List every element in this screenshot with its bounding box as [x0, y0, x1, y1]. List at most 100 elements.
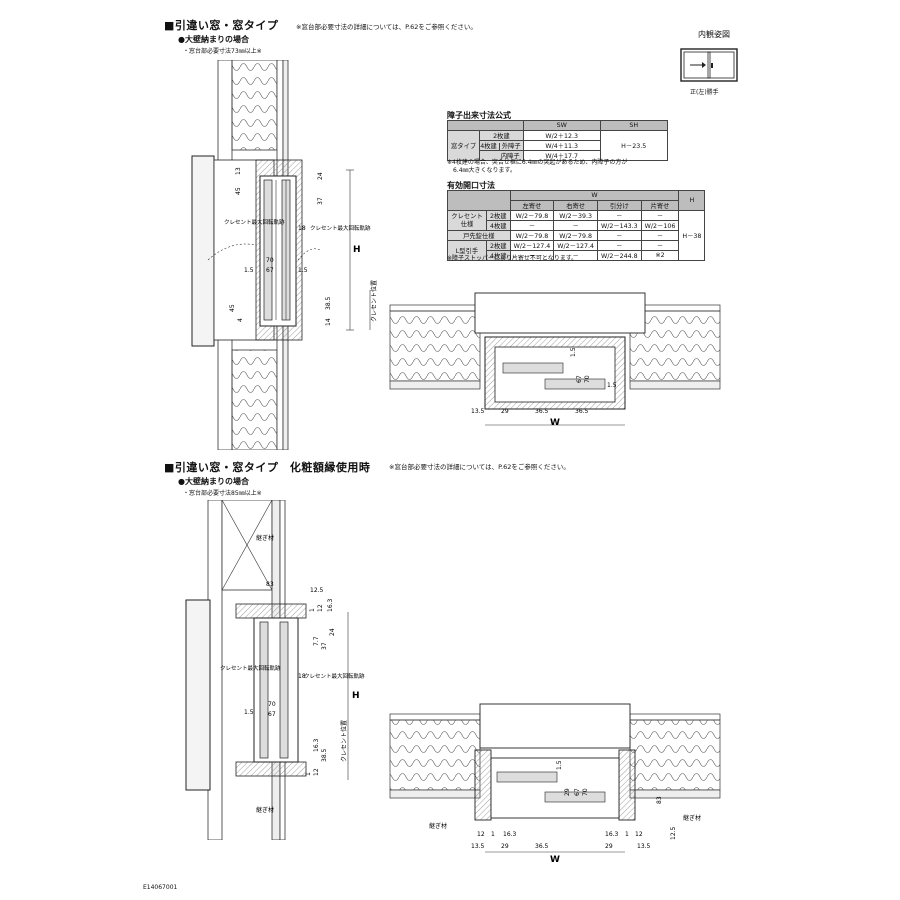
- dim-12.5: 12.5: [310, 587, 324, 594]
- dim-18: 18: [298, 225, 306, 232]
- dim-67: 67: [574, 788, 581, 796]
- table-cell: －: [596, 210, 642, 221]
- cell-sh: H－23.5: [599, 130, 668, 161]
- row-group: 戸先錠仕様: [447, 230, 511, 241]
- dim-45: 45: [229, 304, 236, 312]
- dim-83: 83: [266, 581, 274, 588]
- table-cell: W/2－39.3: [553, 210, 598, 221]
- col-header: 引分け: [596, 200, 642, 211]
- label-joint-right: 継ぎ材: [683, 814, 701, 822]
- dim-1: 1: [309, 608, 316, 612]
- dim-16.3: 16.3: [503, 831, 517, 838]
- dim-12: 12: [635, 831, 643, 838]
- col-sh: SH: [599, 120, 668, 131]
- window-elevation-icon: [680, 48, 738, 82]
- dim-38.5: 38.5: [321, 748, 328, 762]
- label-crescent-max-left-2: クレセント最大回転軌跡: [220, 664, 281, 672]
- view-label: 内観姿図: [698, 30, 730, 39]
- section2-sub-heading: ●大壁納まりの場合: [178, 477, 249, 486]
- dim-1.5: 1.5: [607, 382, 617, 389]
- dim-37: 37: [321, 642, 328, 650]
- dim-29: 29: [501, 843, 509, 850]
- col-header: 右寄せ: [553, 200, 598, 211]
- vertical-section-drawing-2: H クレセント最大回転軌跡 クレセント最大回転軌跡 クレセント位置 継ぎ材 83…: [185, 500, 365, 840]
- dim-1: 1: [305, 772, 312, 776]
- label-crescent-max-left: クレセント最大回転軌跡: [224, 218, 285, 226]
- label-joint-left: 継ぎ材: [429, 822, 447, 830]
- dim-1.5: 1.5: [244, 267, 254, 274]
- row-sub: 外障子: [498, 143, 523, 150]
- dim-W: W: [550, 418, 560, 428]
- table-cell: －: [640, 210, 680, 221]
- dim-12: 12: [477, 831, 485, 838]
- table-cell: －: [640, 240, 680, 251]
- formula-table: SW SH 窓タイプ 2枚建 W/2＋12.3 H－23.5 4枚建 外障子 W…: [446, 120, 668, 161]
- table-cell: W/2－244.8: [596, 250, 642, 261]
- section1-title: ■引違い窓・窓タイプ: [164, 19, 279, 32]
- label-crescent-pos: クレセント位置: [370, 280, 378, 322]
- dim-18: 18: [298, 673, 306, 680]
- cell-sw: W/4＋11.3: [522, 140, 601, 151]
- label-joint-top: 継ぎ材: [256, 534, 274, 542]
- dim-70: 70: [266, 257, 274, 264]
- dim-29: 29: [605, 843, 613, 850]
- label-crescent-max-right-2: クレセント最大回転軌跡: [304, 672, 365, 680]
- section1-note: ※窓台部必要寸法の詳細については、P.62をご参照ください。: [296, 23, 477, 31]
- plan-section-drawing-2: W 継ぎ材 継ぎ材 12 1 16.3 16.3 1 12 13.5 29 36…: [389, 703, 721, 865]
- dim-83: 83: [656, 796, 663, 804]
- dim-1.5: 1.5: [244, 709, 254, 716]
- section2-title: ■引違い窓・窓タイプ 化粧額縁使用時: [164, 461, 371, 474]
- dim-24: 24: [329, 628, 336, 636]
- dim-16.3: 16.3: [313, 738, 320, 752]
- cell-h: H－38: [678, 210, 706, 261]
- row-type-4: 4枚建 外障子: [479, 140, 524, 151]
- label-crescent-pos-2: クレセント位置: [340, 720, 348, 762]
- dim-7.7: 7.7: [313, 636, 320, 646]
- row-group: L型引手: [447, 240, 487, 261]
- table-cell: W/2－143.3: [596, 220, 642, 231]
- dim-70: 70: [584, 375, 591, 383]
- dim-1: 1: [491, 831, 495, 838]
- opening-table-title: 有効開口寸法: [447, 181, 495, 190]
- dim-12: 12: [317, 604, 324, 612]
- section1-sub-heading: ●大壁納まりの場合: [178, 35, 249, 44]
- row-type-label: 4枚建: [480, 143, 497, 150]
- plan-section-drawing-1: W 13.5 29 36.5 36.5 1.5 67 70 1.5: [389, 292, 721, 428]
- table-cell: －: [509, 220, 555, 231]
- col-h: H: [678, 190, 706, 211]
- dim-H: H: [353, 245, 361, 255]
- table-cell: W/2－106: [640, 220, 680, 231]
- dim-29: 29: [564, 788, 571, 796]
- row-type: 2枚建: [486, 210, 511, 221]
- dim-W-2: W: [550, 855, 560, 865]
- dim-13: 13: [235, 167, 242, 175]
- dim-13.5: 13.5: [471, 408, 485, 415]
- table-cell: －: [640, 230, 680, 241]
- row-type: 4枚建: [486, 220, 511, 231]
- dim-70: 70: [268, 701, 276, 708]
- dim-45: 45: [235, 187, 242, 195]
- section2-sub-note: ・窓台部必要寸法85㎜以上※: [183, 490, 262, 497]
- dim-38.5: 38.5: [325, 296, 332, 310]
- label-joint-bottom: 継ぎ材: [256, 806, 274, 814]
- dim-H-2: H: [352, 691, 360, 701]
- dim-1.5: 1.5: [570, 347, 577, 357]
- dim-36.5: 36.5: [575, 408, 589, 415]
- dim-4: 4: [237, 318, 244, 322]
- table-cell: ※2: [640, 250, 680, 261]
- view-caption: 正(左)勝手: [690, 89, 719, 96]
- dim-70: 70: [582, 788, 589, 796]
- dim-29: 29: [501, 408, 509, 415]
- dim-16.3: 16.3: [605, 831, 619, 838]
- dim-36.5: 36.5: [535, 843, 549, 850]
- dim-67: 67: [268, 711, 276, 718]
- dim-37: 37: [317, 197, 324, 205]
- col-header: 片寄せ: [640, 200, 680, 211]
- dim-14: 14: [325, 318, 332, 326]
- label-crescent-max-right: クレセント最大回転軌跡: [310, 224, 371, 232]
- col-header: 左寄せ: [509, 200, 555, 211]
- dim-1.5: 1.5: [556, 760, 563, 770]
- table-cell: W/2－79.8: [553, 230, 598, 241]
- row-group: クレセント仕様: [447, 210, 487, 231]
- table-cell: W/2－79.8: [509, 230, 555, 241]
